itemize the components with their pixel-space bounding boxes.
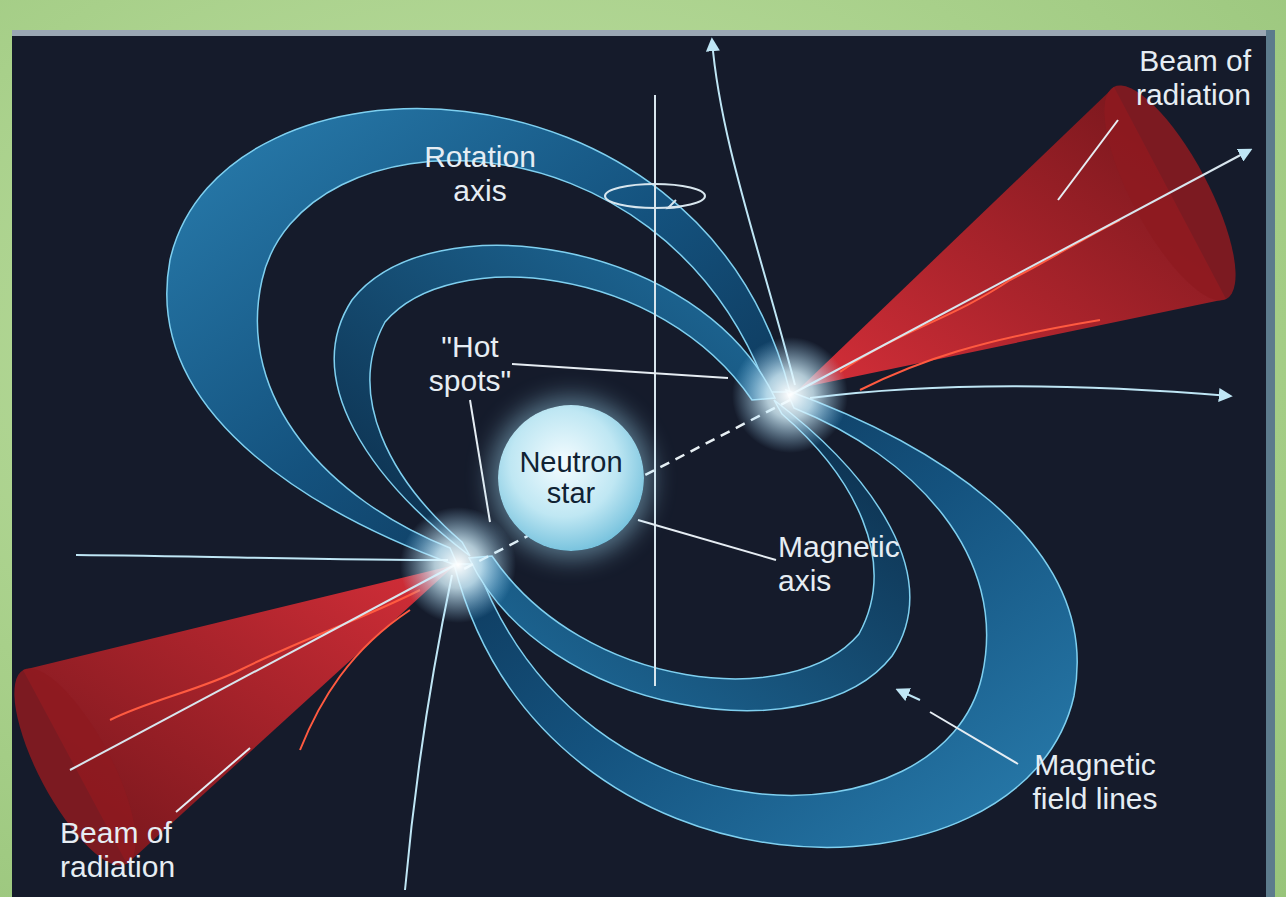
beam-label: Beam of radiation (1076, 44, 1251, 112)
axis-label: Magnetic axis (778, 530, 918, 598)
beam-label: Beam of radiation (60, 816, 235, 884)
star-label: Neutron star (515, 447, 627, 509)
dark-panel: Neutron starBeam of radiationRotation ax… (12, 30, 1275, 897)
axis-label: Rotation axis (405, 140, 555, 208)
field-label: Magnetic field lines (1020, 748, 1170, 816)
hotspot-label: "Hot spots" (420, 330, 520, 398)
neutron-star: Neutron star (498, 405, 644, 551)
